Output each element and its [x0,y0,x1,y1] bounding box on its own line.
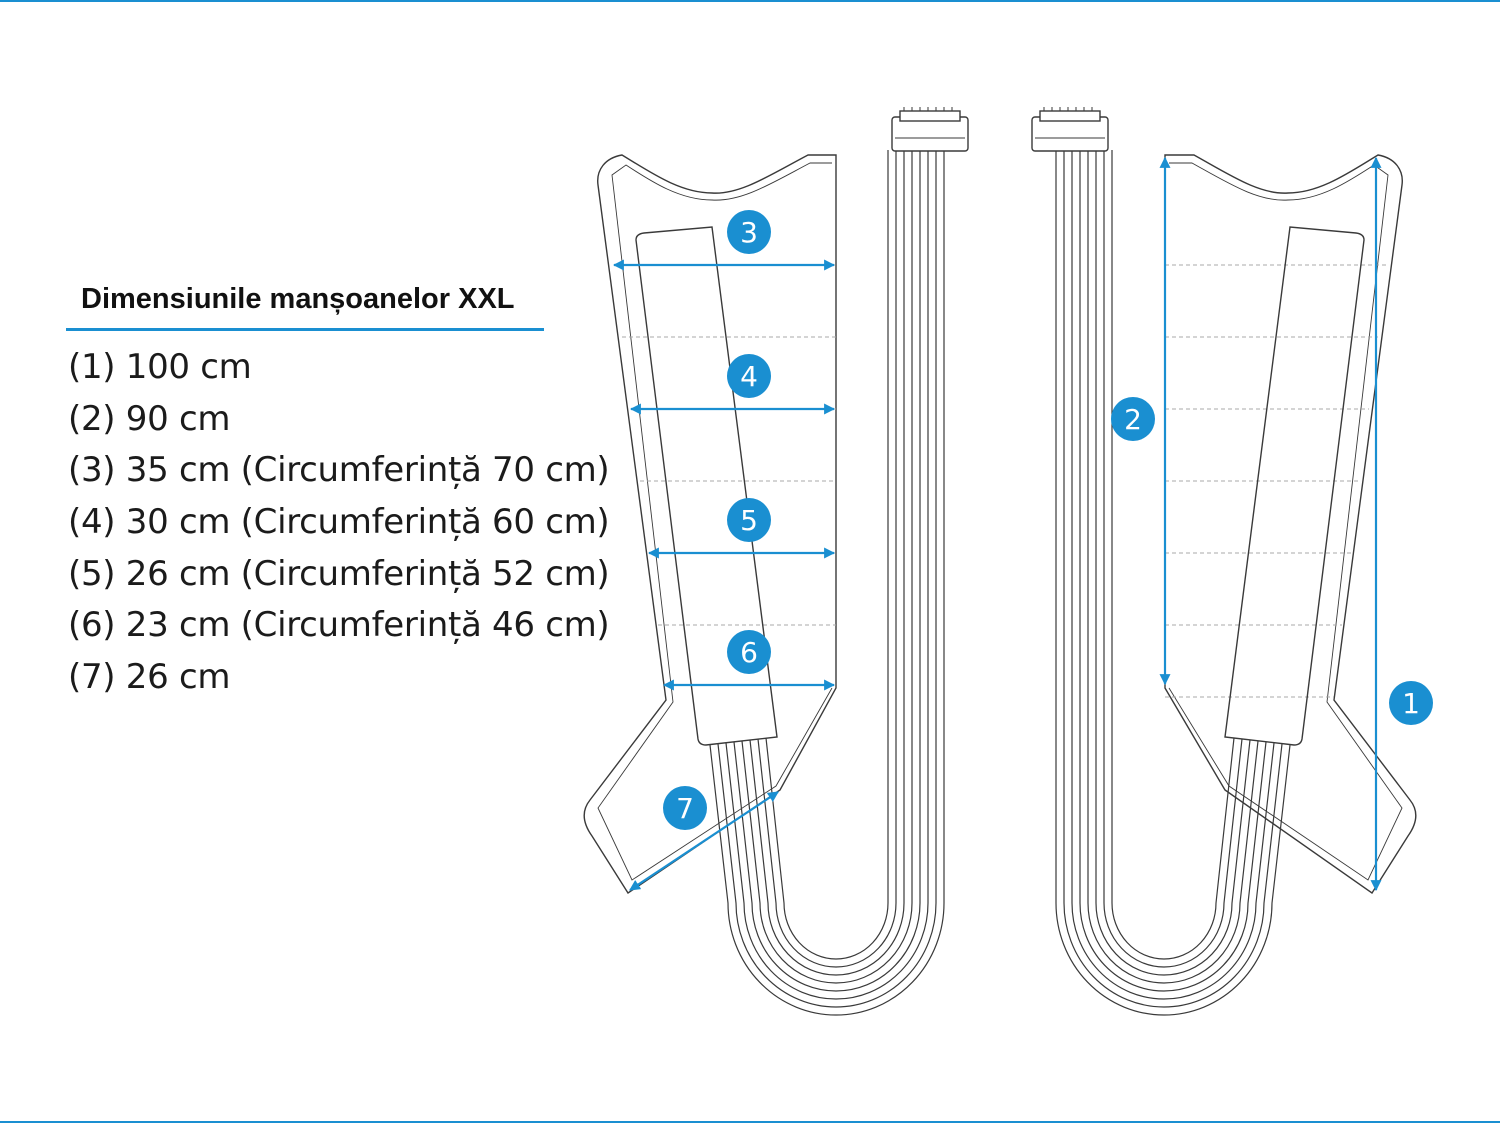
dimension-item-4: (4) 30 cm (Circumferință 60 cm) [68,502,610,543]
badge-6: 6 [727,630,771,674]
svg-text:4: 4 [740,360,758,393]
dimension-item-7: (7) 26 cm [68,657,231,698]
right-sleeve-inner-outline [1168,162,1403,881]
badge-3: 3 [727,210,771,254]
top-border-line [0,0,1500,2]
svg-text:3: 3 [740,216,758,249]
bottom-border-line [0,1121,1500,1123]
title-underline [66,328,544,331]
dimension-item-2: (2) 90 cm [68,398,231,439]
dimension-arrow-7 [629,791,779,891]
left-sleeve-chamber-lines [614,264,836,626]
dimension-item-6: (6) 23 cm (Circumferință 46 cm) [68,605,610,646]
left-connector [891,107,969,152]
svg-text:1: 1 [1402,687,1420,720]
dimension-item-5: (5) 26 cm (Circumferință 52 cm) [68,553,610,594]
page-title: Dimensiunile manșoanelor XXL [81,283,515,315]
svg-text:2: 2 [1124,403,1142,436]
right-sleeve [1031,107,1417,1016]
left-tube-bundle [709,150,945,1016]
left-sleeve [583,107,969,1016]
dimension-list: (1) 100 cm (2) 90 cm (3) 35 cm (Circumfe… [68,342,610,704]
left-sleeve-strap [635,226,778,746]
badge-1: 1 [1389,681,1433,725]
right-sleeve-strap [1224,226,1365,746]
left-sleeve-inner-outline [597,162,833,881]
right-sleeve-outline [1164,154,1417,894]
right-tube-bundle [1055,150,1291,1016]
svg-text:7: 7 [676,792,694,825]
dimension-item-1: (1) 100 cm [68,347,252,387]
badge-5: 5 [727,498,771,542]
badge-4: 4 [727,354,771,398]
right-connector [1031,107,1109,152]
svg-text:5: 5 [740,504,758,537]
svg-text:6: 6 [740,636,758,669]
dimension-item-3: (3) 35 cm (Circumferință 70 cm) [68,450,610,491]
badge-7: 7 [663,786,707,830]
dimension-arrows [612,156,1382,892]
left-sleeve-outline [583,154,837,894]
badge-2: 2 [1111,397,1155,441]
